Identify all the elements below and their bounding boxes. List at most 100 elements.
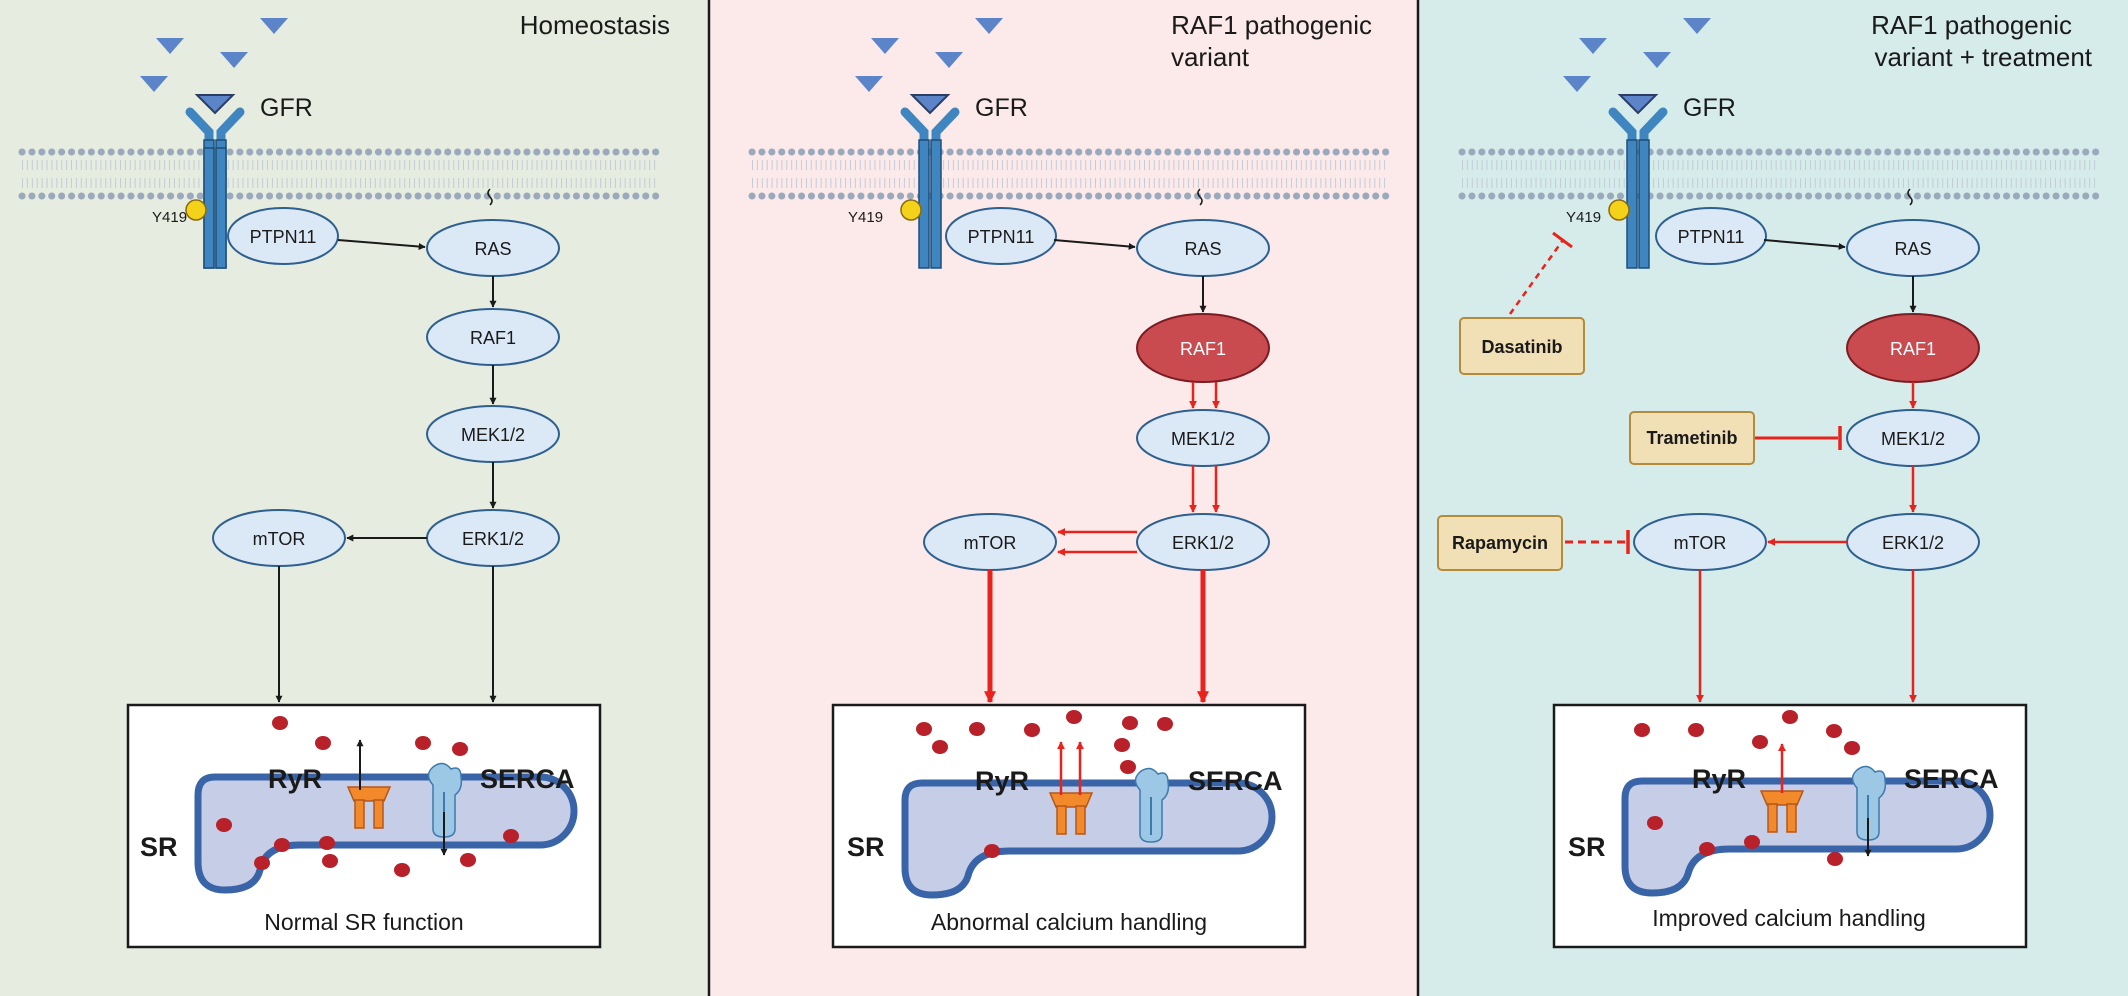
receptor-stem bbox=[1626, 139, 1638, 269]
dasatinib-inhibition bbox=[1508, 239, 1565, 315]
phosphorylation-site-label: Y419 bbox=[1566, 209, 1601, 226]
receptor-label: GFR bbox=[975, 94, 1028, 122]
node-mek-label: MEK1/2 bbox=[1881, 429, 1945, 449]
node-mek bbox=[1136, 409, 1270, 467]
phosphorylation-site-icon bbox=[185, 199, 207, 221]
ryr-channel-icon bbox=[1048, 792, 1094, 835]
calcium-ions bbox=[216, 716, 519, 877]
triangle-ligand-icon bbox=[140, 76, 168, 92]
calcium-ions bbox=[916, 710, 1173, 858]
node-mtor-label: mTOR bbox=[964, 533, 1017, 553]
triangle-ligand-icon bbox=[855, 76, 883, 92]
node-raf1-active bbox=[1136, 313, 1270, 383]
panel-pathogenic-variant: RAF1 pathogenic variant GFR Y419 PTPN11 bbox=[748, 10, 1392, 949]
serca-label: SERCA bbox=[1904, 764, 1999, 794]
drug-rapamycin: Rapamycin bbox=[1437, 515, 1563, 571]
panel-title-line1: RAF1 pathogenic bbox=[1171, 10, 1372, 40]
serca-label: SERCA bbox=[1188, 766, 1283, 796]
lipid-bilayer-icon bbox=[1458, 148, 2102, 200]
node-ras-label: RAS bbox=[1894, 239, 1931, 259]
box-caption: Abnormal calcium handling bbox=[931, 909, 1207, 935]
calcium-ions bbox=[1634, 710, 1860, 866]
triangle-ligand-icon bbox=[1563, 76, 1591, 92]
panel-homeostasis: Homeostasis GFR Y419 PTPN11 bbox=[18, 10, 670, 949]
sarcoplasmic-reticulum-icon bbox=[1621, 777, 1994, 897]
serca-label: SERCA bbox=[480, 764, 575, 794]
sarcoplasmic-reticulum-icon bbox=[901, 779, 1276, 899]
inhibition-marks bbox=[1508, 231, 1842, 554]
signaling-arrows bbox=[1696, 239, 1917, 703]
triangle-ligand-icon bbox=[156, 38, 184, 54]
node-ptpn11 bbox=[227, 207, 339, 265]
node-mtor-label: mTOR bbox=[1674, 533, 1727, 553]
sr-label: SR bbox=[140, 832, 178, 862]
sr-label: SR bbox=[847, 832, 885, 862]
node-ptpn11-label: PTPN11 bbox=[1678, 227, 1745, 247]
signaling-arrows bbox=[984, 239, 1220, 704]
node-raf1-label: RAF1 bbox=[470, 328, 516, 348]
panel-title-line2: variant bbox=[1171, 42, 1250, 72]
receptor-label: GFR bbox=[260, 94, 313, 122]
receptor-stem bbox=[215, 147, 227, 269]
ras-anchor-icon bbox=[1907, 188, 1913, 206]
triangle-ligand-icon bbox=[220, 52, 248, 68]
node-ptpn11 bbox=[1655, 207, 1767, 265]
node-raf1-label: RAF1 bbox=[1890, 339, 1936, 359]
triangle-ligand-icon bbox=[975, 18, 1003, 34]
ryr-label: RyR bbox=[1692, 764, 1746, 794]
sr-box: RyR SERCA SR Improved calcium handling bbox=[1552, 703, 2028, 949]
receptor-label: GFR bbox=[1683, 94, 1736, 122]
node-ptpn11-label: PTPN11 bbox=[250, 227, 317, 247]
triangle-ligand-icon bbox=[871, 38, 899, 54]
receptor-stem bbox=[1638, 139, 1650, 269]
triangle-ligand-icon bbox=[1579, 38, 1607, 54]
drug-label: Trametinib bbox=[1646, 428, 1737, 448]
panel-title: Homeostasis bbox=[520, 10, 670, 40]
signaling-arrows bbox=[275, 239, 497, 703]
ryr-channel-icon bbox=[346, 786, 392, 829]
drug-dasatinib: Dasatinib bbox=[1459, 317, 1585, 375]
panel-title-line2: variant + treatment bbox=[1875, 42, 2093, 72]
node-ras-label: RAS bbox=[474, 239, 511, 259]
node-ptpn11 bbox=[945, 207, 1057, 265]
node-mtor-label: mTOR bbox=[253, 529, 306, 549]
ras-anchor-icon bbox=[1197, 188, 1203, 206]
box-caption: Improved calcium handling bbox=[1652, 905, 1926, 931]
drug-label: Dasatinib bbox=[1481, 337, 1562, 357]
node-erk-label: ERK1/2 bbox=[1172, 533, 1234, 553]
box-caption: Normal SR function bbox=[264, 909, 463, 935]
phosphorylation-site-label: Y419 bbox=[152, 209, 187, 226]
drug-label: Rapamycin bbox=[1452, 533, 1548, 553]
node-erk-label: ERK1/2 bbox=[462, 529, 524, 549]
triangle-ligand-icon bbox=[935, 52, 963, 68]
ligand-group bbox=[140, 18, 288, 92]
sr-box: RyR SERCA SR Normal SR function bbox=[126, 703, 602, 949]
drug-trametinib: Trametinib bbox=[1629, 411, 1755, 465]
triangle-ligand-icon bbox=[1683, 18, 1711, 34]
lipid-bilayer-icon bbox=[748, 148, 1392, 200]
triangle-ligand-icon bbox=[260, 18, 288, 34]
sr-label: SR bbox=[1568, 832, 1606, 862]
phosphorylation-site-icon bbox=[900, 199, 922, 221]
node-raf1-label: RAF1 bbox=[1180, 339, 1226, 359]
serca-pump-icon bbox=[1134, 767, 1170, 843]
panel-title-line1: RAF1 pathogenic bbox=[1871, 10, 2072, 40]
triangle-ligand-icon bbox=[1643, 52, 1671, 68]
ligand-group bbox=[855, 18, 1003, 92]
node-ptpn11-label: PTPN11 bbox=[968, 227, 1035, 247]
panel-variant-treatment: RAF1 pathogenic variant + treatment GFR … bbox=[1437, 10, 2102, 949]
node-mek-label: MEK1/2 bbox=[1171, 429, 1235, 449]
receptor-stem bbox=[918, 139, 930, 269]
node-erk-label: ERK1/2 bbox=[1882, 533, 1944, 553]
phosphorylation-site-label: Y419 bbox=[848, 209, 883, 226]
ligand-group bbox=[1563, 18, 1711, 92]
phosphorylation-site-icon bbox=[1608, 199, 1630, 221]
receptor-stem bbox=[930, 139, 942, 269]
ryr-label: RyR bbox=[975, 766, 1029, 796]
sr-box: RyR SERCA SR Abnormal calcium handling bbox=[831, 703, 1307, 949]
ryr-channel-icon bbox=[1759, 790, 1805, 833]
lipid-bilayer-icon bbox=[18, 148, 662, 200]
node-mek-label: MEK1/2 bbox=[461, 425, 525, 445]
node-ras-label: RAS bbox=[1184, 239, 1221, 259]
